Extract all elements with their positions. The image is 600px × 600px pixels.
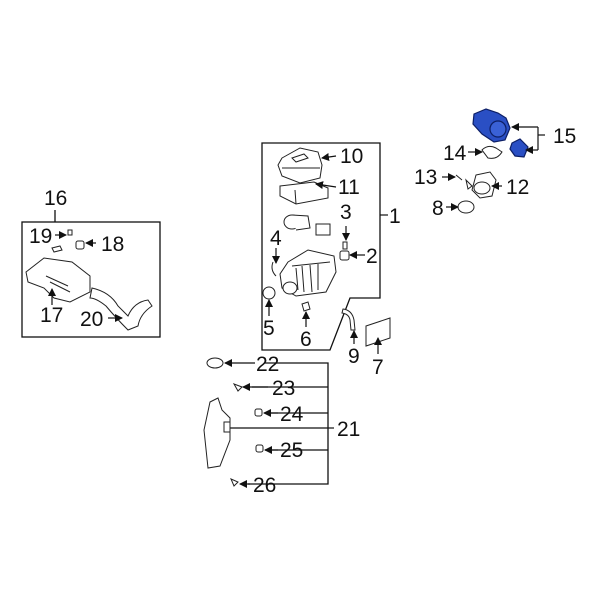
callout-9[interactable]: 9 — [348, 345, 360, 368]
callout-18[interactable]: 18 — [101, 233, 125, 256]
callout-19[interactable]: 19 — [29, 225, 53, 248]
bolt-grommet-parts[interactable] — [339, 241, 350, 261]
intake-duct-highlighted[interactable] — [472, 108, 529, 158]
callout-7[interactable]: 7 — [372, 356, 384, 379]
callout-21[interactable]: 21 — [337, 418, 361, 441]
callout-22[interactable]: 22 — [256, 353, 280, 376]
callout-6[interactable]: 6 — [300, 328, 312, 351]
callout-26[interactable]: 26 — [253, 474, 277, 497]
callout-23[interactable]: 23 — [272, 377, 296, 400]
reservoir-parts[interactable] — [203, 357, 264, 487]
callout-5[interactable]: 5 — [263, 317, 275, 340]
callout-14[interactable]: 14 — [443, 142, 467, 165]
callout-13[interactable]: 13 — [414, 166, 438, 189]
callout-2[interactable]: 2 — [366, 245, 378, 268]
callout-4[interactable]: 4 — [270, 227, 282, 250]
sensor-part[interactable] — [283, 214, 331, 236]
callout-20[interactable]: 20 — [80, 308, 104, 331]
callout-8[interactable]: 8 — [432, 197, 444, 220]
callout-17[interactable]: 17 — [40, 304, 64, 327]
callout-15[interactable]: 15 — [553, 125, 577, 148]
resonator-group — [21, 210, 161, 338]
callout-12[interactable]: 12 — [506, 176, 530, 199]
resonator-parts[interactable] — [25, 229, 153, 331]
callout-16[interactable]: 16 — [44, 187, 68, 210]
callout-24[interactable]: 24 — [280, 403, 304, 426]
hose-and-label-parts[interactable] — [341, 308, 391, 347]
lower-housing-part[interactable] — [279, 249, 337, 297]
air-cleaner-group — [261, 142, 381, 351]
upper-cover-part[interactable] — [277, 147, 323, 184]
callout-3[interactable]: 3 — [340, 201, 352, 224]
callout-11[interactable]: 11 — [338, 176, 360, 199]
callout-1[interactable]: 1 — [389, 205, 401, 228]
callout-10[interactable]: 10 — [340, 145, 364, 168]
leader-lines — [48, 123, 545, 488]
callout-25[interactable]: 25 — [280, 439, 304, 462]
